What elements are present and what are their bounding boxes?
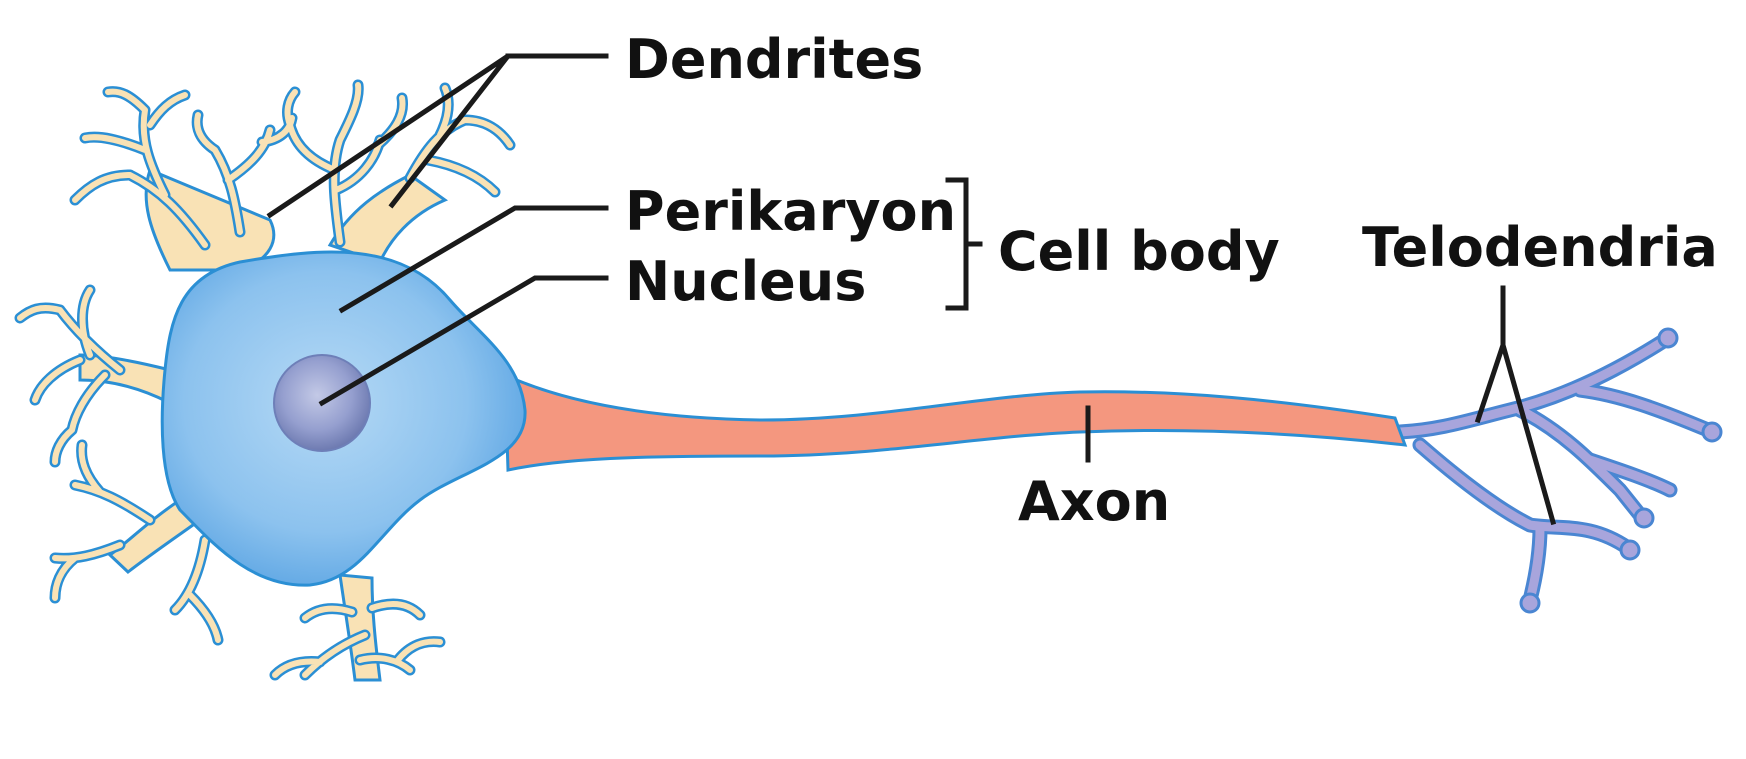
dendrites-fill-branch-4 [17, 287, 123, 465]
leader-lines [266, 53, 1557, 526]
telodendria-terminal-bulb-4 [1519, 592, 1541, 614]
nucleus-label: Nucleus [625, 250, 866, 313]
axon-label: Axon [1018, 470, 1170, 533]
dendrites-outline-branch-3 [404, 82, 516, 198]
telo-fill-branch-5 [1585, 455, 1675, 495]
telo-fill-branch-0 [1395, 335, 1670, 437]
dendrites-fill-branch-6 [272, 601, 443, 678]
telodendria-terminal-bulb-0 [1657, 327, 1679, 349]
axon-shape [503, 372, 1408, 472]
telo-fill-branch-2 [1515, 405, 1645, 520]
cell-body-label: Cell body [998, 220, 1280, 283]
perikaryon-label: Perikaryon [625, 180, 956, 243]
telodendria-label: Telodendria [1362, 216, 1718, 279]
telo-fill-branch-1 [1575, 385, 1713, 435]
dendrite-branches-fill [17, 82, 513, 678]
perikaryon-leader [338, 205, 609, 314]
telodendria-terminal-bulb-1 [1701, 421, 1723, 443]
dendrites-fill-branch-3 [407, 85, 513, 195]
nucleus-leader [318, 275, 609, 407]
telodendria-branches-fill [1395, 327, 1723, 614]
dendrites-fill-branch-2 [284, 82, 406, 245]
dendrites-label: Dendrites [625, 28, 923, 91]
telodendria-terminal-bulb-2 [1633, 507, 1655, 529]
dendrites-fill-branch-0 [72, 88, 208, 248]
telo-fill-branch-3 [1415, 440, 1633, 553]
telodendria-terminal-bulb-3 [1619, 539, 1641, 561]
dendrites-fill-branch-1 [194, 112, 295, 235]
